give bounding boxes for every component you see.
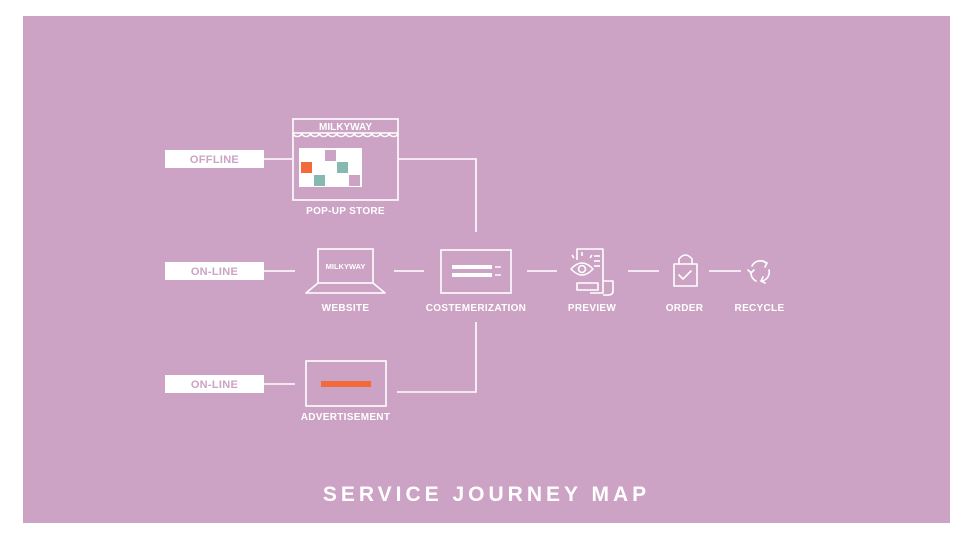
channel-online-ad-label: ON-LINE xyxy=(191,379,238,391)
channel-offline-label: OFFLINE xyxy=(190,154,239,166)
billboard-icon xyxy=(305,360,387,407)
order-label: ORDER xyxy=(666,303,704,314)
preview-node: PREVIEW xyxy=(568,248,616,314)
channel-online-website-label: ON-LINE xyxy=(191,266,238,278)
costemerization-node: COSTEMERIZATION xyxy=(426,249,526,314)
order-node: ORDER xyxy=(666,254,704,314)
recycle-label: RECYCLE xyxy=(735,303,785,314)
advertisement-label: ADVERTISEMENT xyxy=(301,412,390,423)
connectors xyxy=(264,158,741,393)
channel-online-website: ON-LINE xyxy=(165,262,264,280)
laptop-icon: MILKYWAY xyxy=(305,248,386,294)
connector-ad-costem xyxy=(397,322,477,393)
website-label: WEBSITE xyxy=(322,303,370,314)
channel-online-ad: ON-LINE xyxy=(165,375,264,393)
laptop-screen-text: MILKYWAY xyxy=(326,262,366,271)
shopping-bag-check-icon xyxy=(673,254,698,287)
channel-offline: OFFLINE xyxy=(165,150,264,168)
costemerization-label: COSTEMERIZATION xyxy=(426,303,526,314)
connector-store-costem xyxy=(398,158,477,232)
preview-label: PREVIEW xyxy=(568,303,616,314)
eye-document-icon xyxy=(570,248,614,296)
form-box-icon xyxy=(440,249,512,294)
storefront-icon: MILKYWAY xyxy=(292,118,399,201)
website-node: MILKYWAY WEBSITE xyxy=(305,248,386,314)
recycle-node: RECYCLE xyxy=(735,260,785,314)
store-sign-text: MILKYWAY xyxy=(319,122,372,133)
popup-store-label: POP-UP STORE xyxy=(306,206,385,217)
advertisement-node: ADVERTISEMENT xyxy=(301,360,390,423)
diagram-title: SERVICE JOURNEY MAP xyxy=(322,483,651,506)
recycle-arrows-icon xyxy=(747,260,771,284)
popup-store-node: MILKYWAY POP-UP STORE xyxy=(292,118,399,217)
